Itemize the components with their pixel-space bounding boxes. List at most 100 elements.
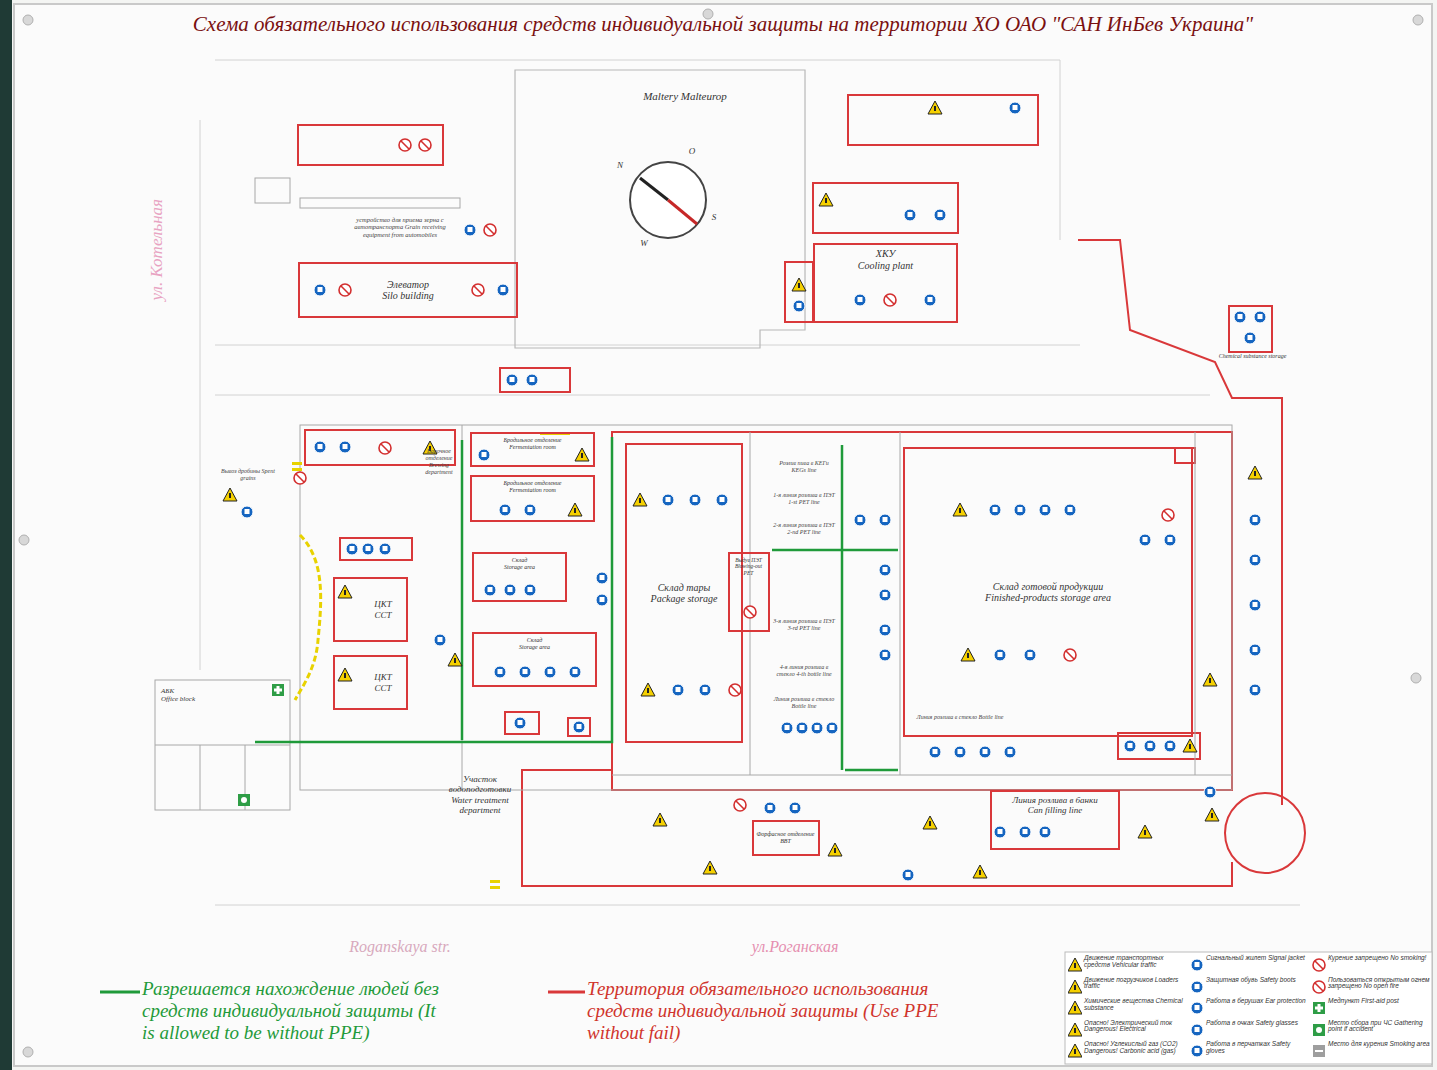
- sign-pictogram: [1253, 517, 1258, 522]
- green-path: [461, 440, 464, 740]
- sign-pictogram: [318, 444, 323, 449]
- mandatory-sign: [902, 869, 914, 881]
- legend-icon: [1312, 1023, 1326, 1037]
- ppe-zone-box: Выдув ПЭТBlowing-out PET: [728, 552, 770, 632]
- screw: [23, 1047, 33, 1057]
- mandatory-sign: [994, 649, 1006, 661]
- ppe-icon: [1313, 1024, 1325, 1036]
- legend-icon: [1312, 980, 1326, 994]
- warning-sign: [973, 865, 987, 878]
- ppe-icon: [689, 494, 701, 506]
- sign-pictogram: [1143, 537, 1148, 542]
- ppe-icon: [223, 488, 237, 501]
- green-path: [845, 769, 898, 772]
- sign-pictogram: [883, 567, 888, 572]
- ppe-icon: [1205, 808, 1219, 821]
- sign-pictogram: [245, 509, 250, 514]
- legend-icon: [1190, 980, 1204, 994]
- zone-name: ХКУ: [876, 248, 895, 260]
- ppe-zone-box: ЦКТCCT: [333, 655, 408, 710]
- sign-pictogram: [998, 652, 1003, 657]
- sign-pictogram: [815, 725, 820, 730]
- ppe-icon: [879, 624, 891, 636]
- sign-slash: [1315, 961, 1323, 969]
- sign-pictogram: [979, 870, 981, 875]
- warning-sign: [953, 503, 967, 516]
- mandatory-sign: [1249, 514, 1261, 526]
- compass-letter: N: [614, 160, 626, 170]
- ppe-icon: [929, 746, 941, 758]
- warning-sign: [1068, 1023, 1082, 1036]
- mandatory-sign: [514, 717, 526, 729]
- ppe-icon: [1249, 684, 1261, 696]
- mandatory-sign: [1014, 504, 1026, 516]
- sign-slash: [731, 686, 739, 694]
- sign-pictogram: [1253, 602, 1258, 607]
- warning-sign: [923, 816, 937, 829]
- prohibition-sign: [1064, 649, 1076, 661]
- ppe-icon: [1313, 959, 1325, 971]
- green-path: [772, 549, 898, 552]
- sign-slash: [736, 801, 744, 809]
- mandatory-sign: [954, 746, 966, 758]
- warning-sign: [223, 488, 237, 501]
- smoking-area-sign: [1313, 1045, 1325, 1057]
- sign-pictogram: [1195, 962, 1200, 967]
- screw: [19, 535, 29, 545]
- sign-pictogram: [600, 597, 605, 602]
- ppe-icon: [716, 494, 728, 506]
- legend-text: Курение запрещено No smoking!: [1328, 955, 1432, 962]
- ppe-icon: [796, 722, 808, 734]
- ppe-zone-box: Склад тарыPackage storage: [625, 443, 743, 743]
- compass-letter: O: [686, 146, 698, 156]
- sign-pictogram: [693, 497, 698, 502]
- sign-pictogram: [1254, 471, 1256, 476]
- zone-name: Элеватор: [387, 279, 429, 291]
- warning-sign: [1068, 1044, 1082, 1057]
- ppe-icon: [1039, 826, 1051, 838]
- ppe-icon: [1068, 1023, 1082, 1036]
- mandatory-sign: [764, 802, 776, 814]
- warning-sign: [1248, 466, 1262, 479]
- building-walls: [155, 178, 1232, 810]
- mandatory-sign: [826, 722, 838, 734]
- sign-slash: [341, 286, 349, 294]
- mandatory-sign: [699, 684, 711, 696]
- prohibition-sign: [1313, 959, 1325, 971]
- zone-name: Склад: [527, 637, 543, 644]
- zone-name: Склад: [512, 557, 528, 564]
- sign-pictogram: [366, 546, 371, 551]
- warning-sign: [641, 683, 655, 696]
- warning-sign: [703, 861, 717, 874]
- ppe-icon: [294, 472, 306, 484]
- mandatory-sign: [314, 284, 326, 296]
- zone-name: Can filling line: [1028, 805, 1083, 815]
- ppe-icon: [499, 504, 511, 516]
- ppe-icon: [979, 746, 991, 758]
- ppe-icon: [994, 649, 1006, 661]
- sign-pictogram: [528, 587, 533, 592]
- sign-pictogram: [793, 805, 798, 810]
- legend-text: Пользоваться открытым огнем запрещено No…: [1328, 977, 1432, 990]
- sign-pictogram: [344, 673, 346, 678]
- zone-box: [500, 368, 570, 392]
- wall-line: [750, 432, 751, 775]
- sign-pictogram: [883, 592, 888, 597]
- sign-pictogram: [1195, 1048, 1200, 1053]
- sign-pictogram: [647, 688, 649, 693]
- zone-box: [813, 183, 958, 233]
- zone-name: CCT: [374, 683, 391, 693]
- floor-markings: [292, 432, 570, 889]
- ppe-icon: [346, 543, 358, 555]
- ppe-icon: [879, 649, 891, 661]
- mandatory-sign: [569, 666, 581, 678]
- legend-icon: [1190, 1023, 1204, 1037]
- mandatory-sign: [464, 224, 476, 236]
- ppe-icon: [699, 684, 711, 696]
- compass-letter: S: [708, 212, 720, 222]
- ppe-icon: [338, 585, 352, 598]
- mandatory-sign: [506, 374, 518, 386]
- sign-pictogram: [906, 872, 911, 877]
